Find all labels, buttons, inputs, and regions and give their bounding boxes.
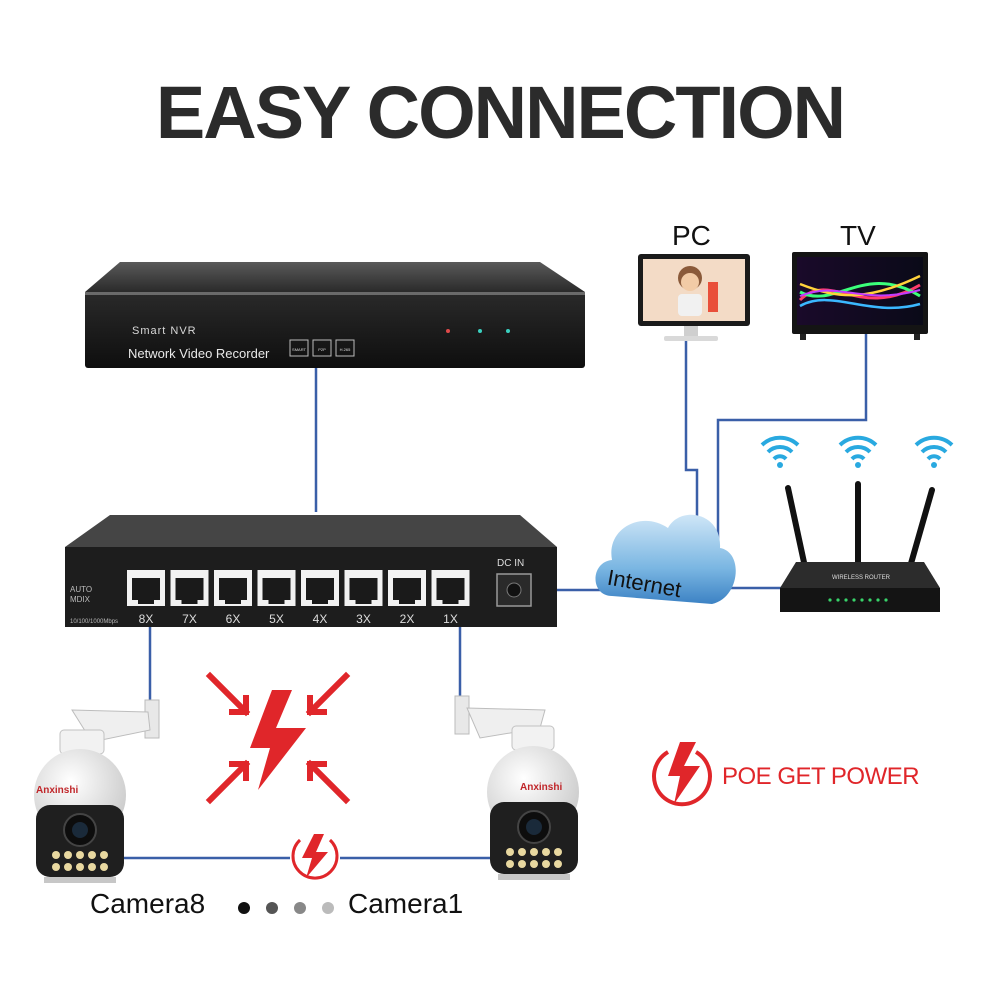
pc-label: PC: [672, 220, 711, 251]
camera-sequence-dots: [238, 902, 334, 914]
switch-speed-label: 10/100/1000Mbps: [70, 619, 118, 625]
page-title: EASY CONNECTION: [155, 71, 846, 154]
poe-link-icon: [291, 834, 339, 880]
switch-port-label: 6X: [226, 612, 241, 626]
nvr-brand-label: Smart NVR: [132, 325, 197, 337]
camera8-label: Camera8: [90, 888, 206, 919]
network-cables: [112, 334, 868, 860]
switch-port-label: 3X: [356, 612, 371, 626]
switch-port: 6X: [214, 570, 252, 626]
internet-cloud: Internet: [595, 514, 736, 604]
switch-ports: 8X 7X 6X 5X 4X 3X 2X 1X: [127, 570, 470, 626]
switch-port: 5X: [257, 570, 296, 626]
poe-switch: AUTO MDIX 10/100/1000Mbps DC IN 8X 7X 6X 5X…: [65, 515, 557, 627]
camera-brand-left: Anxinshi: [36, 785, 78, 796]
ptz-camera-right: Anxinshi: [454, 695, 579, 880]
switch-dc-jack: [496, 573, 532, 607]
wifi-icon: [760, 435, 800, 468]
switch-port-label: 5X: [269, 612, 284, 626]
switch-port: 8X: [127, 570, 165, 626]
switch-port-label: 1X: [443, 612, 458, 626]
nvr-net-led: [478, 329, 482, 333]
nvr-device: Smart NVR Network Video Recorder SMART P2…: [85, 262, 585, 368]
poe-power-icon: [652, 742, 712, 807]
nvr-badge: P2P: [318, 347, 326, 352]
switch-mdix-label: MDIX: [70, 595, 91, 604]
switch-port: 3X: [344, 570, 383, 626]
tv-label: TV: [840, 220, 876, 251]
wireless-router: WIRELESS ROUTER: [780, 481, 940, 612]
nvr-badge: H.265: [340, 347, 351, 352]
switch-port: 2X: [388, 570, 426, 626]
nvr-badge: SMART: [292, 347, 306, 352]
poe-get-power-label: POE GET POWER: [722, 763, 920, 790]
switch-port-label: 8X: [139, 612, 154, 626]
pc-monitor: [638, 254, 750, 341]
ptz-camera-left: Anxinshi: [34, 699, 160, 883]
switch-port: 1X: [431, 570, 470, 626]
switch-dc-label: DC IN: [497, 558, 524, 569]
switch-port-label: 7X: [182, 612, 197, 626]
cable-pc: [684, 340, 699, 548]
switch-port: 4X: [301, 570, 339, 626]
switch-port: 7X: [170, 570, 209, 626]
nvr-power-led: [446, 329, 450, 333]
camera1-label: Camera1: [348, 888, 464, 919]
nvr-hdd-led: [506, 329, 510, 333]
switch-port-label: 2X: [400, 612, 415, 626]
wifi-icon: [838, 435, 878, 468]
power-burst-icon: [205, 671, 351, 805]
cable-tv: [716, 334, 868, 548]
camera-brand-right: Anxinshi: [520, 782, 562, 793]
switch-port-label: 4X: [313, 612, 328, 626]
tv-display: [792, 252, 928, 340]
router-label: WIRELESS ROUTER: [832, 575, 891, 581]
switch-auto-label: AUTO: [70, 585, 92, 594]
wifi-icon: [914, 435, 954, 468]
nvr-name-label: Network Video Recorder: [128, 346, 270, 361]
